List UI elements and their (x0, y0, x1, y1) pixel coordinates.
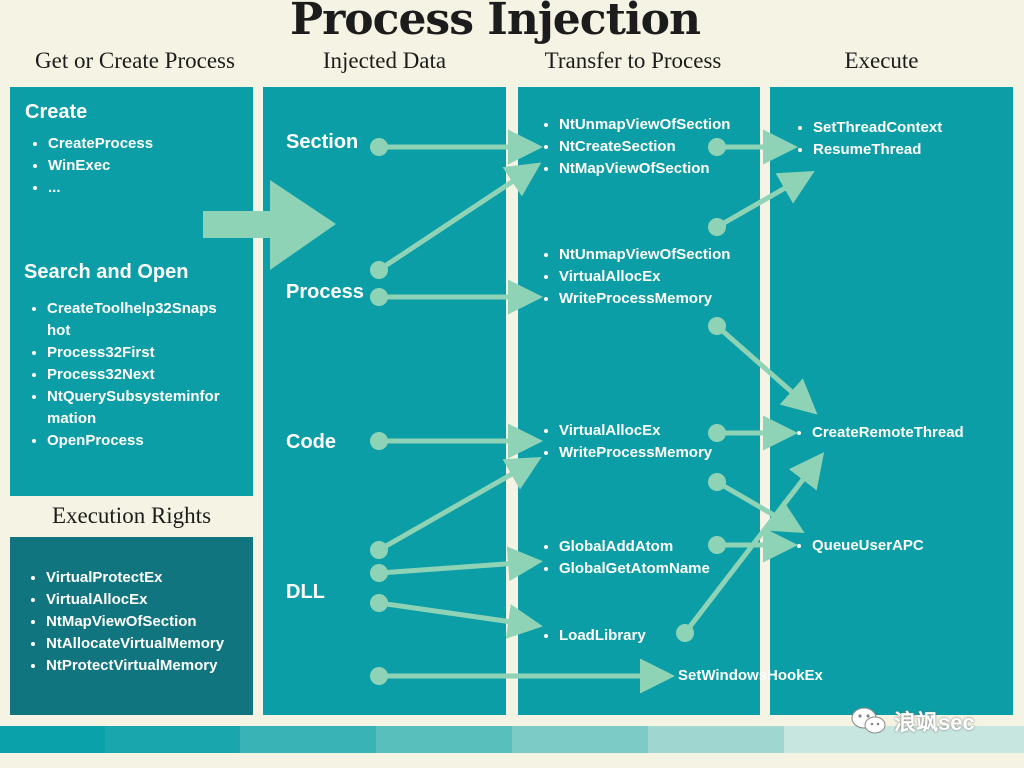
list-item: NtUnmapViewOfSection (559, 244, 774, 266)
set-windows-hook-label: SetWindowsHookEx (678, 667, 823, 684)
execution-rights-heading: Execution Rights (51, 503, 212, 528)
column-heading-transfer: Transfer to Process (544, 48, 722, 73)
connector-dot (708, 218, 726, 236)
list-item: OpenProcess (47, 430, 257, 452)
big-arrow (203, 180, 336, 270)
search-open-heading: Search and Open (24, 261, 189, 283)
arrow-write-to-remote (715, 324, 818, 415)
list-item: NtProtectVirtualMemory (46, 655, 271, 677)
injected-section-label: Section (286, 131, 359, 153)
list-item: VirtualProtectEx (46, 567, 271, 589)
create-heading: Create (25, 101, 88, 123)
list-item: ResumeThread (813, 139, 1023, 161)
list-item: VirtualAllocEx (559, 420, 774, 442)
list-item: CreateProcess (48, 133, 248, 155)
color-strip (648, 726, 784, 753)
color-strip (784, 726, 1024, 753)
list-item: WinExec (48, 155, 248, 177)
injected-dll-label: DLL (286, 581, 325, 603)
create-list: CreateProcess WinExec ... (26, 133, 248, 199)
color-strip (0, 726, 105, 753)
list-item: LoadLibrary (559, 625, 774, 647)
list-item: GlobalGetAtomName (559, 558, 774, 580)
connector-dot (708, 473, 726, 491)
transfer-atom-list: GlobalAddAtom GlobalGetAtomName (537, 536, 774, 580)
arrow-load-to-remote (683, 452, 825, 635)
connector-dot (370, 564, 388, 582)
watermark: 浪飒sec (850, 705, 975, 737)
wechat-icon (851, 707, 886, 734)
connector-dot (708, 138, 726, 156)
execute-remote-list: CreateRemoteThread (790, 422, 1024, 444)
execution-rights-list: VirtualProtectEx VirtualAllocEx NtMapVie… (24, 567, 271, 677)
injected-process-label: Process (286, 281, 364, 303)
connector-dot (676, 624, 694, 642)
list-item: Process32Next (47, 364, 257, 386)
get-or-create-panel: Create CreateProcess WinExec ... Search … (10, 87, 253, 496)
arrow-dll-to-atom (378, 546, 543, 582)
connector-dot (370, 288, 388, 306)
list-item: NtMapViewOfSection (46, 611, 271, 633)
list-item: ... (48, 177, 248, 199)
list-item: VirtualAllocEx (46, 589, 271, 611)
column-heading-execute: Execute (844, 48, 919, 73)
column-heading-injected-data: Injected Data (322, 48, 447, 73)
list-item: WriteProcessMemory (559, 442, 774, 464)
connector-dot (370, 594, 388, 612)
list-item: NtMapViewOfSection (559, 158, 774, 180)
transfer-code-list: VirtualAllocEx WriteProcessMemory (537, 420, 774, 464)
execution-rights-panel: VirtualProtectEx VirtualAllocEx NtMapVie… (10, 537, 253, 715)
transfer-process-list: NtUnmapViewOfSection VirtualAllocEx Writ… (537, 244, 774, 310)
list-item: WriteProcessMemory (559, 288, 774, 310)
connector-dot (370, 541, 388, 559)
color-strip (240, 726, 376, 753)
connector-dot (370, 138, 388, 156)
column-heading-get-or-create: Get or Create Process (35, 48, 235, 73)
arrow-dll-to-code (377, 457, 542, 553)
injected-code-label: Code (286, 431, 336, 453)
color-strip (105, 726, 240, 753)
list-item: QueueUserAPC (812, 535, 1024, 557)
list-item: SetThreadContext (813, 117, 1023, 139)
transfer-section-list: NtUnmapViewOfSection NtCreateSection NtM… (537, 114, 774, 180)
list-item: CreateRemoteThread (812, 422, 1024, 444)
connector-dot (370, 667, 388, 685)
connector-dot (370, 261, 388, 279)
connector-dot (708, 536, 726, 554)
list-item: NtCreateSection (559, 136, 774, 158)
arrow-code-to-apc (715, 479, 805, 534)
transfer-panel: NtUnmapViewOfSection NtCreateSection NtM… (518, 87, 760, 715)
execute-thread-list: SetThreadContext ResumeThread (791, 117, 1023, 161)
execute-apc-list: QueueUserAPC (790, 535, 1024, 557)
arrow-process-to-section (377, 162, 542, 273)
arrow-process-to-setthread (715, 171, 815, 230)
arrow-dll-to-load (378, 600, 543, 639)
list-item: NtAllocateVirtualMemory (46, 633, 271, 655)
connector-dot (370, 432, 388, 450)
list-item: GlobalAddAtom (559, 536, 774, 558)
list-item: NtUnmapViewOfSection (559, 114, 774, 136)
diagram-title: Process Injection (290, 0, 701, 45)
list-item: VirtualAllocEx (559, 266, 774, 288)
injected-data-panel: Section Process Code DLL (263, 87, 506, 715)
connector-dot (708, 317, 726, 335)
watermark-text: 浪飒sec (894, 710, 975, 735)
transfer-load-list: LoadLibrary (537, 625, 774, 647)
color-strip (512, 726, 648, 753)
list-item: Process32First (47, 342, 257, 364)
color-strip (376, 726, 512, 753)
connector-dot (708, 424, 726, 442)
